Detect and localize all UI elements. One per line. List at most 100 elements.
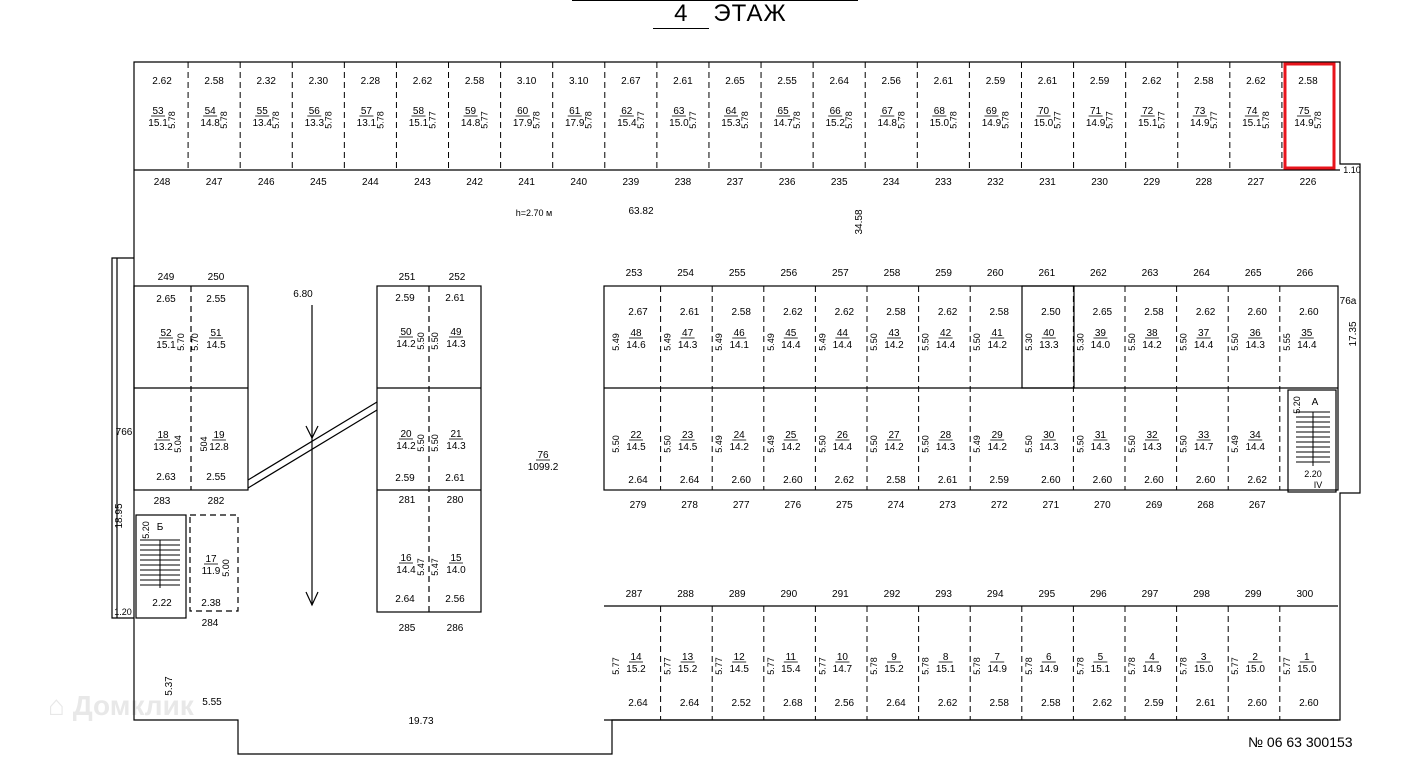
grid-label: 292: [884, 589, 901, 600]
spot-width: 2.56: [445, 594, 465, 605]
spot-depth: 5.47: [430, 558, 440, 576]
spot-width: 2.65: [725, 76, 745, 87]
grid-label: 250: [208, 272, 225, 283]
spot-area: 14.7: [1194, 442, 1214, 453]
grid-label: 268: [1197, 500, 1214, 511]
spot-depth: 5.78: [532, 111, 542, 129]
spot-number: 7: [994, 652, 1000, 663]
spot-depth: 5.78: [1024, 657, 1034, 675]
spot-area: 15.2: [825, 118, 845, 129]
spot-depth: 5.50: [416, 332, 426, 350]
spot-width: 2.60: [1299, 698, 1319, 709]
spot-depth: 5.78: [948, 111, 958, 129]
spot-depth: 5.77: [1157, 111, 1167, 129]
spot-depth: 5.78: [584, 111, 594, 129]
grid-label: 282: [208, 496, 225, 507]
dimension: 63.82: [628, 206, 653, 217]
spot-number: 32: [1146, 430, 1158, 441]
dimension: 5.20: [141, 521, 151, 539]
grid-label: 285: [399, 623, 416, 634]
spot-area: 15.0: [1034, 118, 1054, 129]
spot-number: 65: [778, 106, 790, 117]
title-rule: [572, 0, 858, 1]
grid-label: 267: [1249, 500, 1266, 511]
spot-depth: 5.50: [663, 435, 673, 453]
spot-area: 14.3: [936, 442, 956, 453]
dimension: 2.38: [201, 598, 221, 609]
spot-width: 2.64: [680, 698, 700, 709]
grid-label: 287: [626, 589, 643, 600]
spot-width: 3.10: [569, 76, 589, 87]
spot-number: 33: [1198, 430, 1210, 441]
spot-area: 15.0: [1194, 664, 1214, 675]
spot-number: 49: [450, 327, 462, 338]
grid-label: 265: [1245, 268, 1262, 279]
spot-number: 18: [157, 430, 169, 441]
spot-width: 2.58: [204, 76, 224, 87]
spot-depth: 5.78: [792, 111, 802, 129]
grid-label: 244: [362, 177, 379, 188]
grid-label: 239: [622, 177, 639, 188]
stair-label: Б: [157, 522, 164, 533]
grid-label: 259: [935, 268, 952, 279]
spot-depth: 5.49: [611, 333, 621, 351]
spot-area: 13.1: [357, 118, 377, 129]
spot-depth: 5.77: [480, 111, 490, 129]
spot-width: 2.58: [886, 307, 906, 318]
spot-depth: 5.78: [1179, 657, 1189, 675]
spot-width: 2.58: [731, 307, 751, 318]
spot-width: 2.59: [1090, 76, 1110, 87]
walls: [111, 61, 1361, 755]
dimension: 18.95: [114, 503, 125, 528]
spot-depth: 5.50: [611, 435, 621, 453]
spot-depth: 5.78: [921, 657, 931, 675]
spot-number: 62: [621, 106, 633, 117]
dimension: 6.80: [293, 289, 313, 300]
grid-label: 296: [1090, 589, 1107, 600]
dimension: 5.55: [202, 697, 222, 708]
spot-number: 11: [786, 652, 797, 663]
spot-number: 15: [450, 553, 462, 564]
spot-area: 14.1: [729, 340, 749, 351]
spot-depth: 5.77: [1105, 111, 1115, 129]
floor-number: 4: [653, 0, 710, 29]
grid-label: 247: [206, 177, 223, 188]
spot-area: 14.9: [1142, 664, 1162, 675]
spot-width: 2.64: [886, 698, 906, 709]
grid-label: 293: [935, 589, 952, 600]
top-row-dividers: [140, 62, 1330, 720]
spot-number: 12: [734, 652, 746, 663]
spot-area: 15.1: [1091, 664, 1111, 675]
spot-depth: 5.50: [972, 333, 982, 351]
spot-depth: 5.50: [1179, 435, 1189, 453]
spot-area: 14.4: [1297, 340, 1317, 351]
spot-number: 20: [400, 429, 412, 440]
grid-label: 294: [987, 589, 1004, 600]
grid-label: 246: [258, 177, 275, 188]
grid-label: 233: [935, 177, 952, 188]
spot-width: 2.58: [989, 698, 1009, 709]
spot-width: 2.61: [680, 307, 700, 318]
spot-number: 58: [413, 106, 425, 117]
dimension: 2.22: [152, 598, 172, 609]
floor-word: ЭТАЖ: [713, 0, 787, 27]
grid-label: 238: [675, 177, 692, 188]
spot-number: 21: [450, 429, 462, 440]
spot-area: 14.7: [773, 118, 793, 129]
spot-number: 60: [517, 106, 529, 117]
spot-number: 50: [400, 327, 412, 338]
spot-depth: 5.50: [1179, 333, 1189, 351]
spot-width: 2.59: [986, 76, 1006, 87]
spot-depth: 5.47: [416, 558, 426, 576]
spot-depth: 5.50: [1075, 435, 1085, 453]
spot-depth: 5.50: [869, 435, 879, 453]
spot-width: 2.55: [777, 76, 797, 87]
spot-depth: 5.50: [817, 435, 827, 453]
spot-number: 1: [1304, 652, 1310, 663]
spot-number: 27: [888, 430, 900, 441]
spot-number: 68: [934, 106, 946, 117]
spot-area: 14.2: [781, 442, 801, 453]
grid-label: 237: [727, 177, 744, 188]
spot-area: 14.9: [1294, 118, 1314, 129]
spot-area: 11.9: [202, 566, 221, 577]
